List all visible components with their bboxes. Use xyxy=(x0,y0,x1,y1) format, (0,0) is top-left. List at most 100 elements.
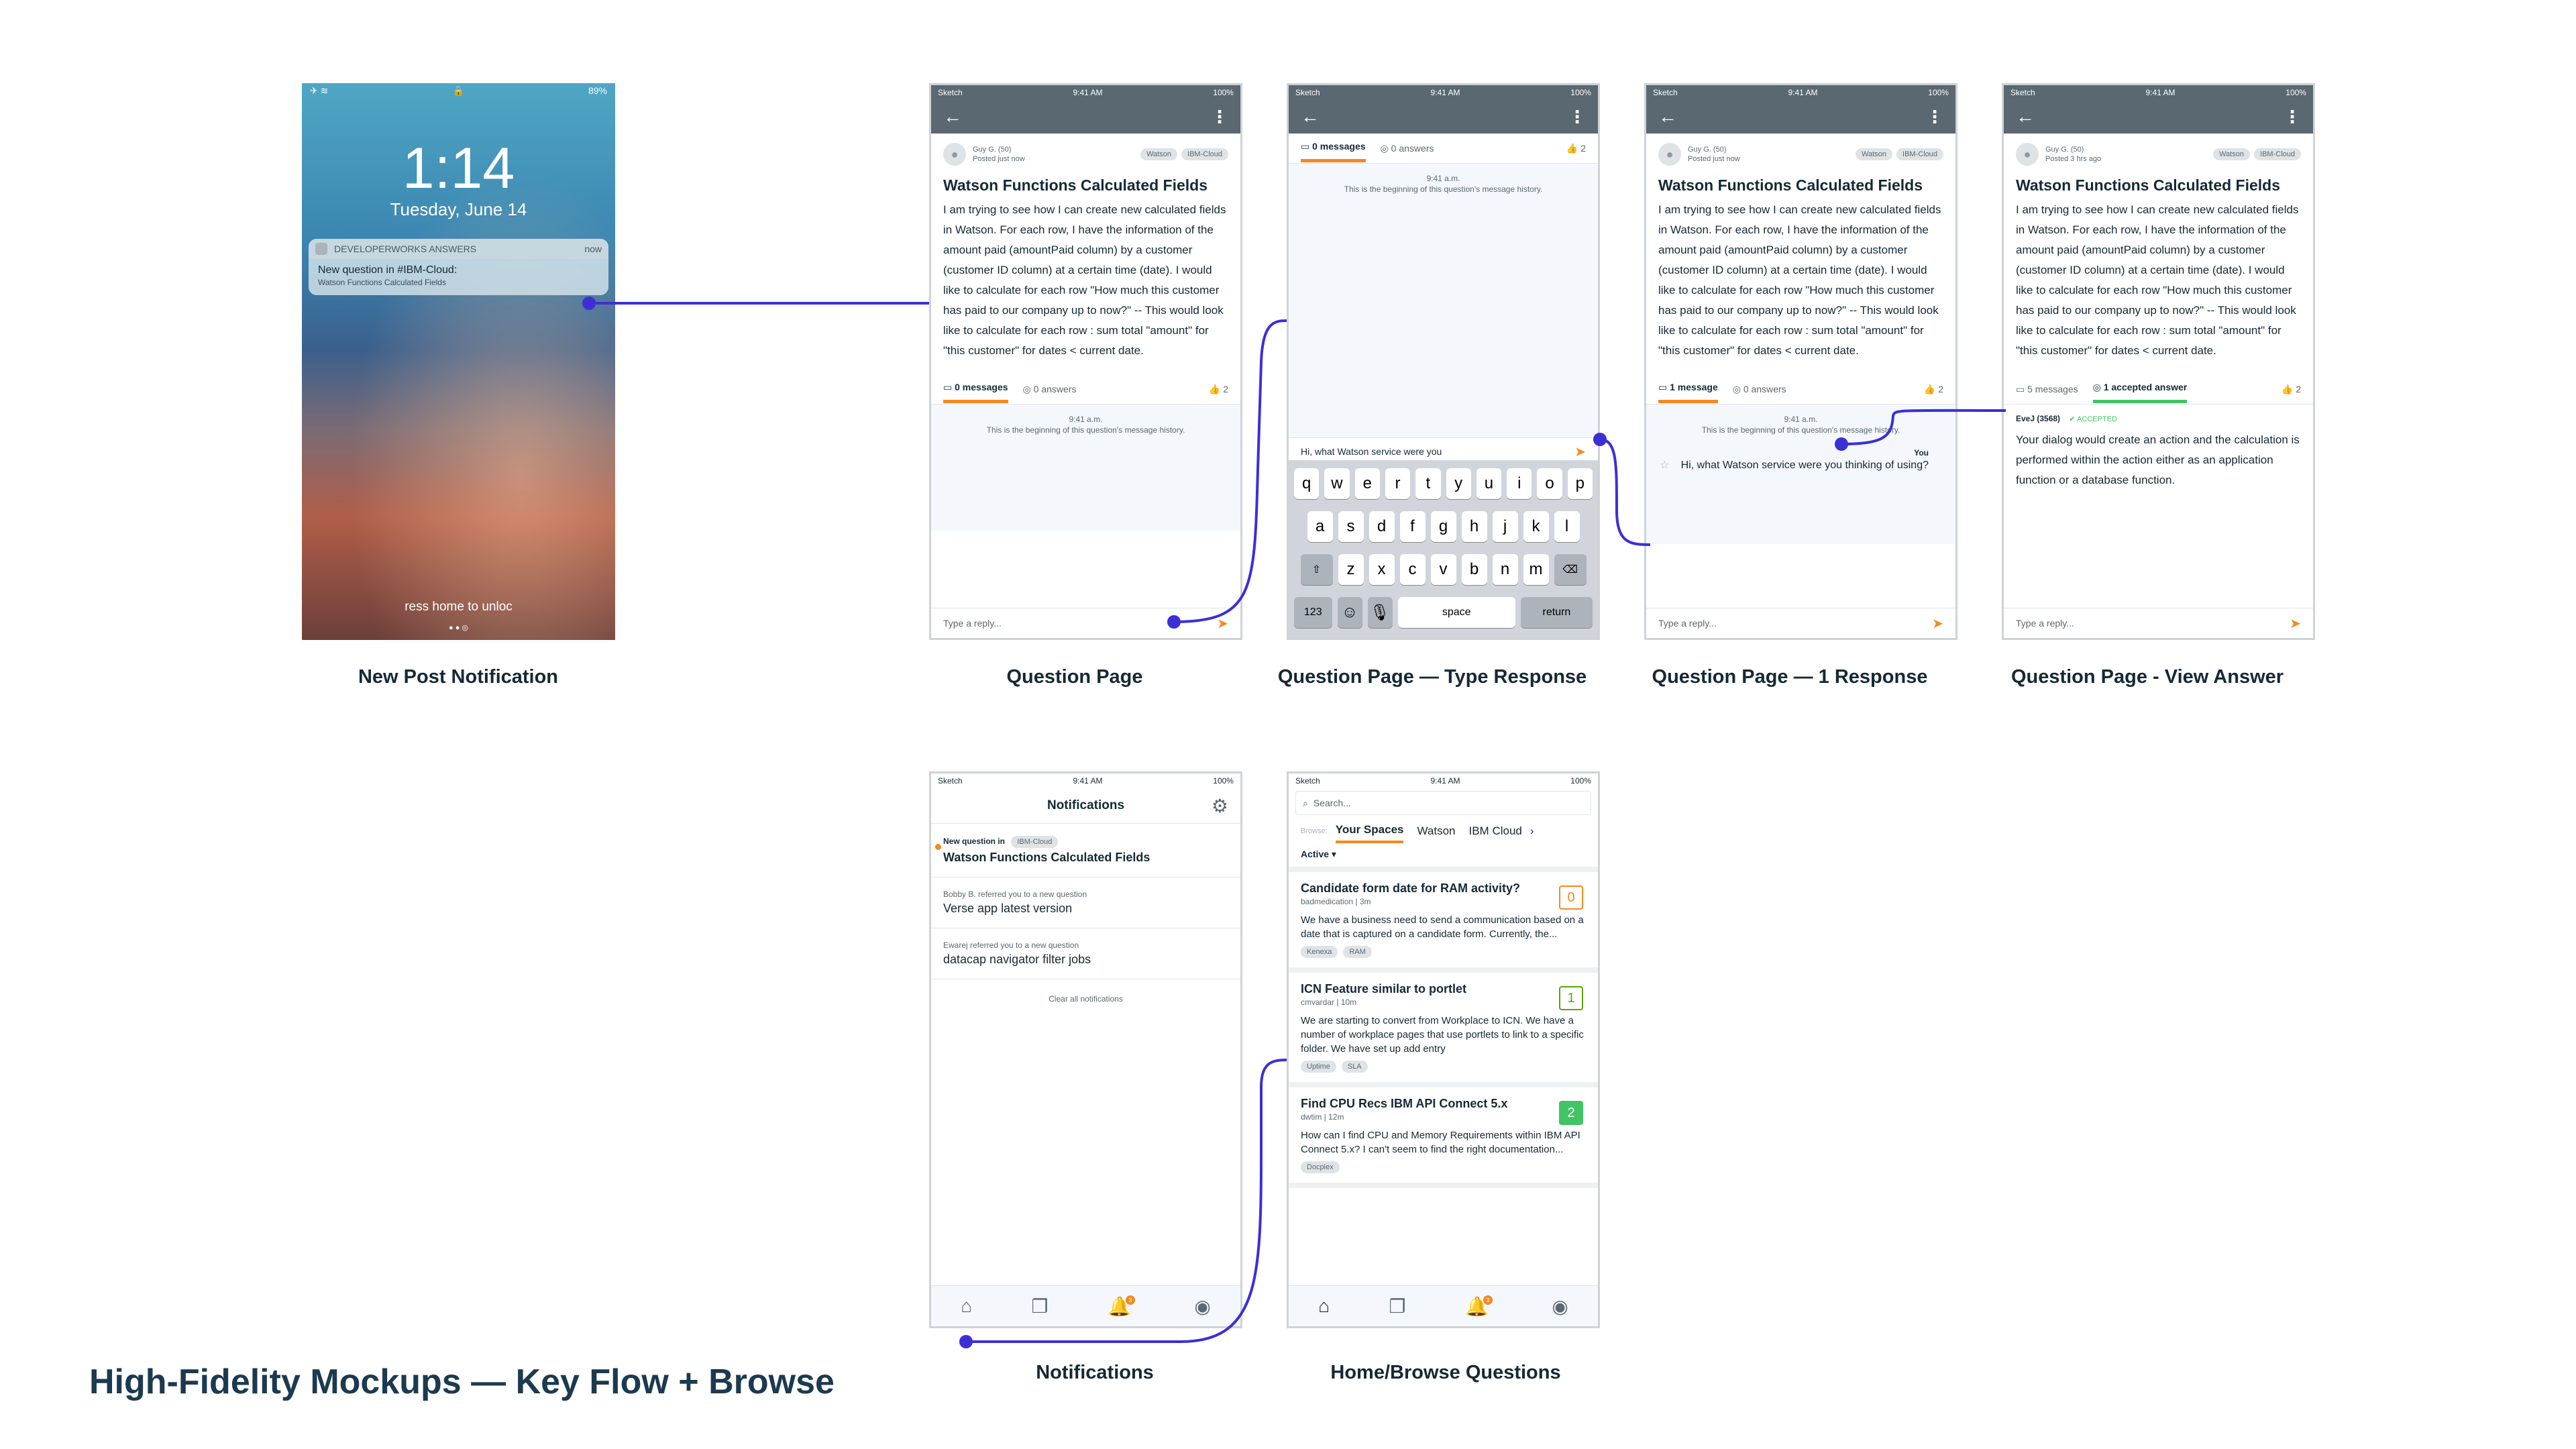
key[interactable]: c xyxy=(1399,554,1426,585)
question-tag[interactable]: Kenexa xyxy=(1301,946,1338,958)
more-vertical-icon[interactable]: ⋮ xyxy=(1926,106,1943,127)
question-card[interactable]: Candidate form date for RAM activity?bad… xyxy=(1289,872,1598,973)
home-icon[interactable]: ⌂ xyxy=(961,1295,973,1316)
bell-icon[interactable]: 🔔3 xyxy=(1465,1295,1493,1318)
messages-icon[interactable]: ❐ xyxy=(1389,1295,1406,1317)
like-count[interactable]: 👍 2 xyxy=(1208,383,1228,394)
key[interactable]: v xyxy=(1430,554,1456,585)
lock-notification[interactable]: DEVELOPERWORKS ANSWERS now New question … xyxy=(309,239,608,295)
key[interactable]: i xyxy=(1507,468,1532,499)
tab-answers[interactable]: ◎ 1 accepted answer xyxy=(2092,375,2188,403)
like-count[interactable]: 👍 2 xyxy=(1566,142,1586,154)
tab-messages[interactable]: ▭ 1 message xyxy=(1658,375,1718,403)
caption-type: Question Page — Type Response xyxy=(1277,666,1587,688)
more-vertical-icon[interactable]: ⋮ xyxy=(1568,106,1586,127)
key[interactable]: w xyxy=(1324,468,1350,499)
key[interactable]: m xyxy=(1523,554,1549,585)
tag-ibm-cloud[interactable]: IBM-Cloud xyxy=(1896,148,1943,160)
tab-your-spaces[interactable]: Your Spaces xyxy=(1335,819,1404,843)
back-arrow-icon[interactable]: ← xyxy=(943,106,962,127)
tab-messages[interactable]: ▭ 0 messages xyxy=(1301,134,1366,162)
key-space[interactable]: space xyxy=(1397,597,1515,628)
tag-watson[interactable]: Watson xyxy=(1856,148,1893,160)
key[interactable]: y xyxy=(1446,468,1471,499)
key[interactable]: j xyxy=(1492,511,1518,542)
chevron-right-icon[interactable]: › xyxy=(1529,824,1534,837)
tab-answers[interactable]: ◎ 0 answers xyxy=(1380,142,1434,154)
bell-icon[interactable]: 🔔3 xyxy=(1108,1295,1135,1318)
key-return[interactable]: return xyxy=(1520,597,1593,628)
back-arrow-icon[interactable]: ← xyxy=(1658,106,1677,127)
reply-input[interactable]: Type a reply...➤ xyxy=(2004,608,2313,638)
like-count[interactable]: 👍 2 xyxy=(1923,383,1943,394)
shift-icon[interactable]: ⇧ xyxy=(1300,554,1333,585)
key[interactable]: q xyxy=(1294,468,1320,499)
key[interactable]: s xyxy=(1338,511,1364,542)
notification-item[interactable]: Ewarej referred you to a new question da… xyxy=(931,928,1240,979)
like-count[interactable]: 👍 2 xyxy=(2281,383,2301,394)
send-icon[interactable]: ➤ xyxy=(1574,444,1586,460)
key[interactable]: d xyxy=(1368,511,1395,542)
star-icon[interactable]: ☆ xyxy=(1660,460,1670,471)
filter-dropdown[interactable]: Active ▾ xyxy=(1289,845,1598,872)
reply-input[interactable]: Type a reply...➤ xyxy=(931,608,1240,638)
tag-watson[interactable]: Watson xyxy=(2213,148,2251,160)
key[interactable]: k xyxy=(1523,511,1549,542)
send-icon[interactable]: ➤ xyxy=(1932,616,1943,631)
avatar: ● xyxy=(943,143,966,166)
tab-watson[interactable]: Watson xyxy=(1417,824,1456,837)
send-icon[interactable]: ➤ xyxy=(2290,616,2301,631)
key[interactable]: f xyxy=(1399,511,1426,542)
home-icon[interactable]: ⌂ xyxy=(1318,1295,1330,1316)
tab-ibm-cloud[interactable]: IBM Cloud xyxy=(1468,824,1522,837)
emoji-icon[interactable]: ☺ xyxy=(1337,597,1362,628)
key[interactable]: h xyxy=(1461,511,1487,542)
key[interactable]: g xyxy=(1430,511,1456,542)
notification-item[interactable]: Bobby B. referred you to a new question … xyxy=(931,877,1240,928)
app-bar: ←⋮ xyxy=(931,100,1240,133)
key[interactable]: o xyxy=(1537,468,1562,499)
key[interactable]: l xyxy=(1554,511,1580,542)
question-tag[interactable]: RAM xyxy=(1343,946,1372,958)
clear-all-button[interactable]: Clear all notifications xyxy=(1049,994,1123,1004)
back-arrow-icon[interactable]: ← xyxy=(1301,106,1320,127)
tab-messages[interactable]: ▭ 5 messages xyxy=(2016,383,2078,394)
tab-answers[interactable]: ◎ 0 answers xyxy=(1022,383,1077,394)
microphone-icon[interactable]: 🎙 xyxy=(1367,597,1393,628)
reply-input[interactable]: Type a reply...➤ xyxy=(1646,608,1955,638)
tab-answers[interactable]: ◎ 0 answers xyxy=(1732,383,1786,394)
profile-icon[interactable]: ◉ xyxy=(1194,1295,1211,1317)
key[interactable]: t xyxy=(1415,468,1441,499)
key[interactable]: z xyxy=(1338,554,1364,585)
more-vertical-icon[interactable]: ⋮ xyxy=(2284,106,2301,127)
key[interactable]: n xyxy=(1492,554,1518,585)
tag-ibm-cloud[interactable]: IBM-Cloud xyxy=(2254,148,2301,160)
search-input[interactable]: ⌕Search... xyxy=(1295,791,1591,815)
key[interactable]: p xyxy=(1567,468,1593,499)
question-tag[interactable]: Uptime xyxy=(1301,1061,1336,1073)
key[interactable]: b xyxy=(1461,554,1487,585)
question-tag[interactable]: SLA xyxy=(1341,1061,1368,1073)
typing-input[interactable]: Hi, what Watson service were you➤ xyxy=(1289,437,1598,465)
notification-item[interactable]: New question in IBM-Cloud Watson Functio… xyxy=(931,824,1240,877)
key[interactable]: x xyxy=(1368,554,1395,585)
key[interactable]: a xyxy=(1307,511,1333,542)
profile-icon[interactable]: ◉ xyxy=(1552,1295,1568,1317)
more-vertical-icon[interactable]: ⋮ xyxy=(1211,106,1228,127)
tag-ibm-cloud[interactable]: IBM-Cloud xyxy=(1181,148,1228,160)
key[interactable]: e xyxy=(1354,468,1380,499)
send-icon[interactable]: ➤ xyxy=(1217,616,1228,631)
tab-messages[interactable]: ▭ 0 messages xyxy=(943,375,1008,403)
key-numbers[interactable]: 123 xyxy=(1294,597,1332,628)
key[interactable]: r xyxy=(1385,468,1411,499)
backspace-icon[interactable]: ⌫ xyxy=(1554,554,1587,585)
messages-icon[interactable]: ❐ xyxy=(1031,1295,1049,1317)
back-arrow-icon[interactable]: ← xyxy=(2016,106,2035,127)
tag-watson[interactable]: Watson xyxy=(1140,148,1178,160)
question-tag[interactable]: Docplex xyxy=(1301,1161,1340,1173)
settings-gear-icon[interactable]: ⚙ xyxy=(1211,795,1228,816)
key[interactable]: u xyxy=(1476,468,1502,499)
